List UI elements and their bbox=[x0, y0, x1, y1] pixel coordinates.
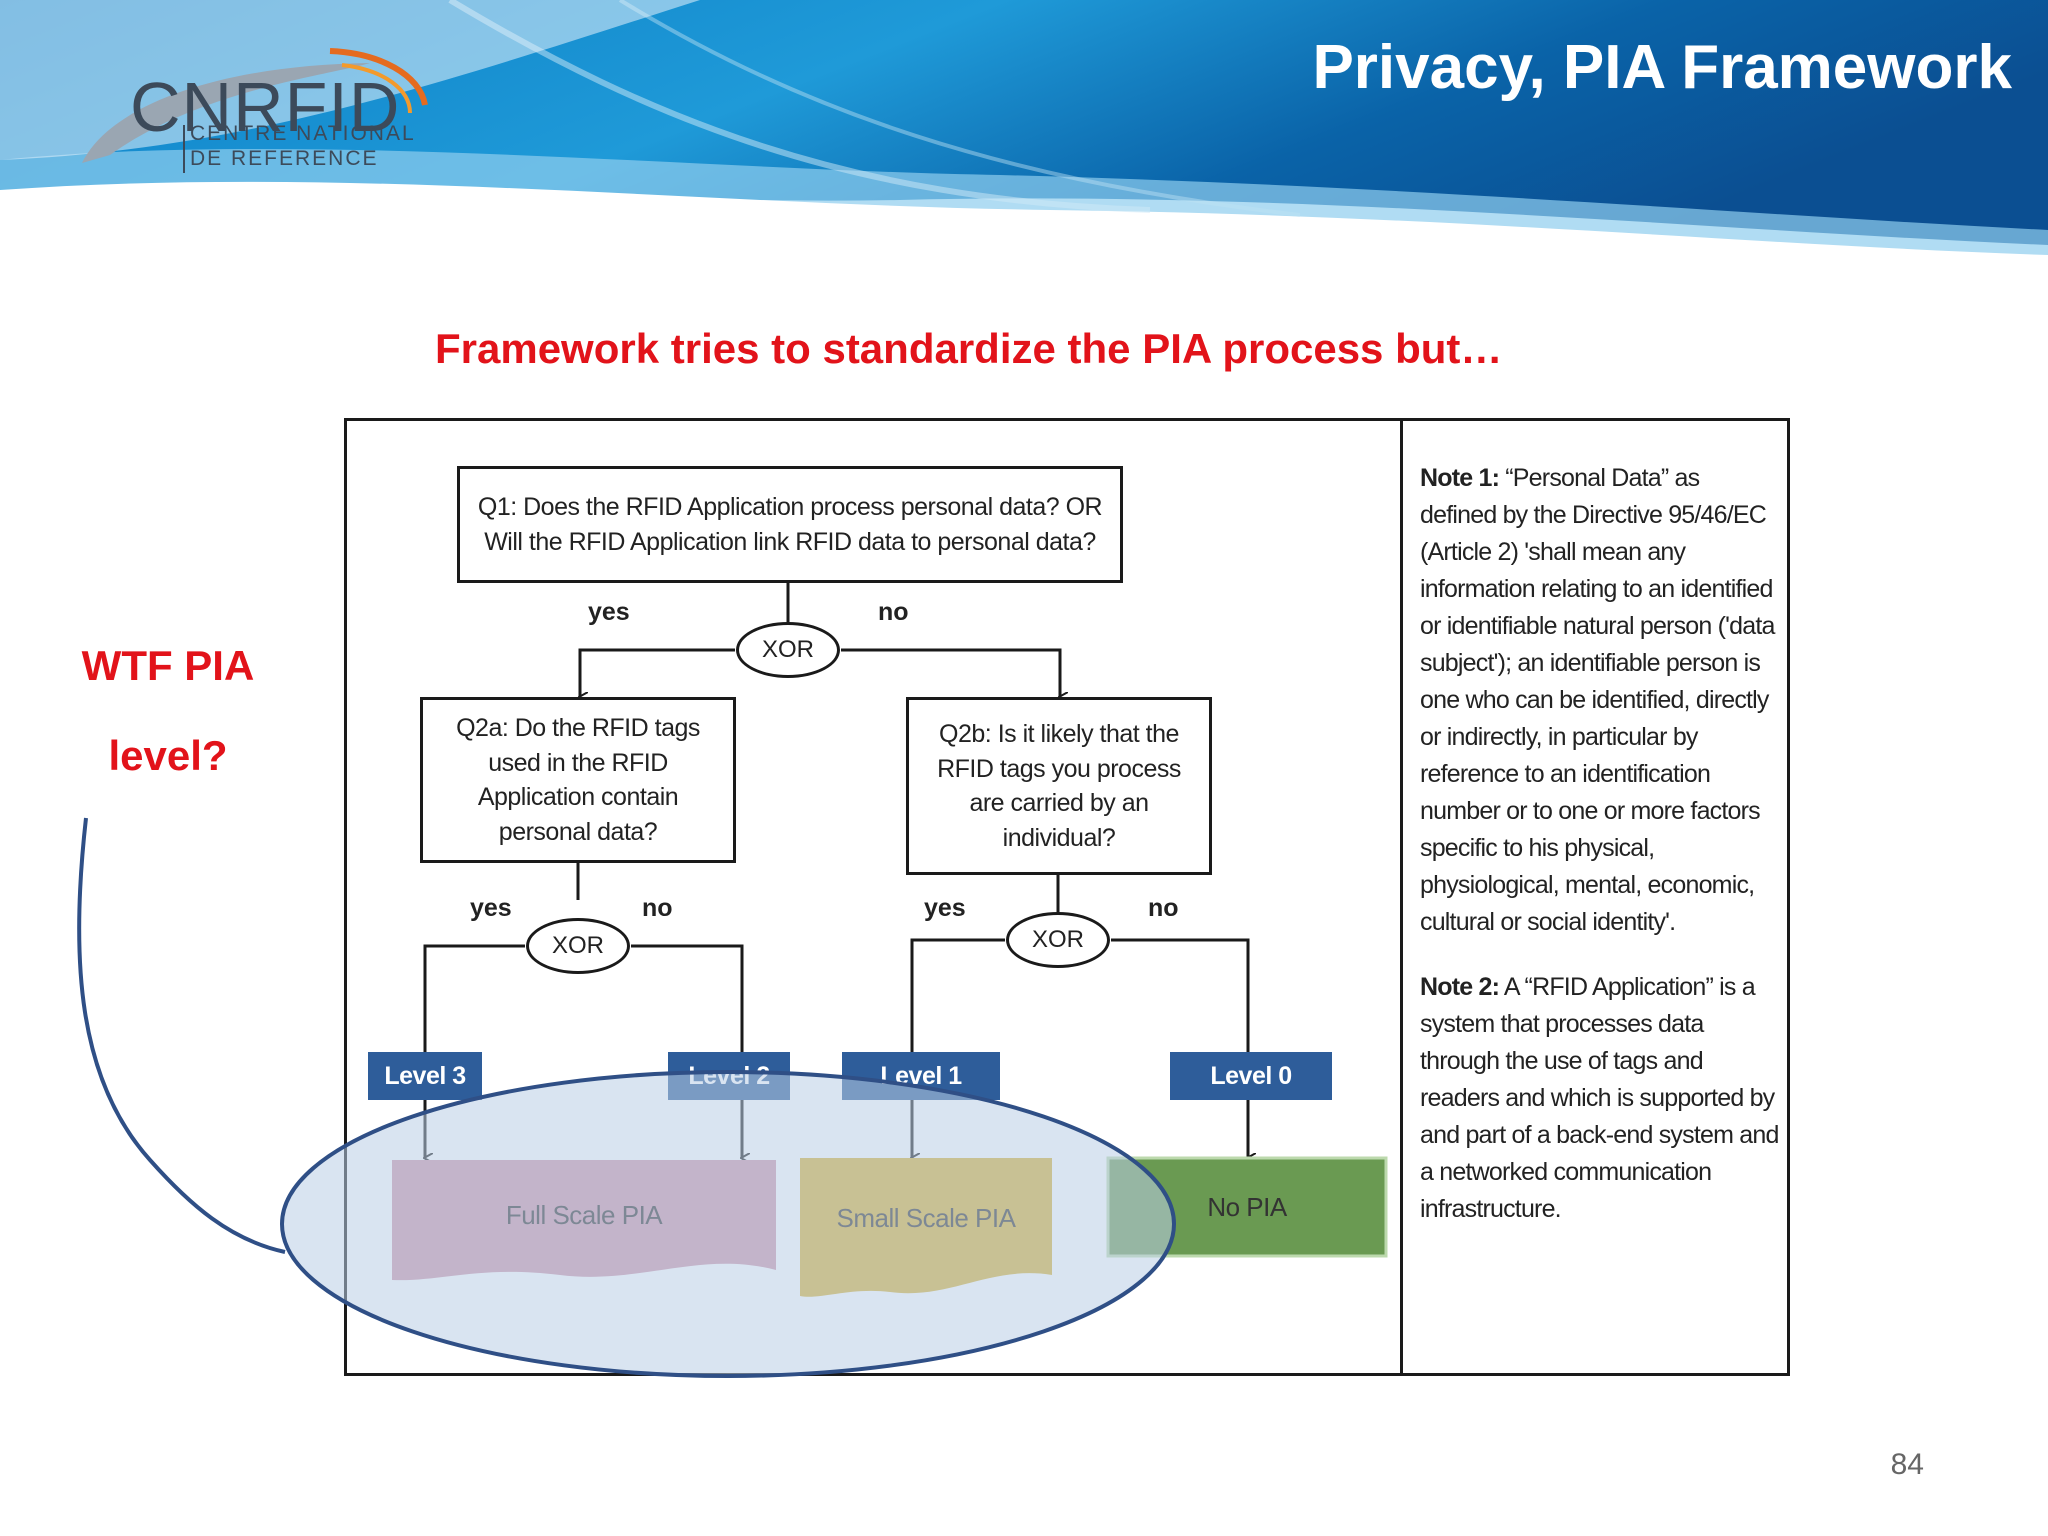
label-yes-2: yes bbox=[470, 894, 512, 922]
question-q2a-box: Q2a: Do the RFID tags used in the RFID A… bbox=[420, 697, 736, 863]
outcome-no-pia: No PIA bbox=[1207, 1191, 1287, 1222]
page-number: 84 bbox=[1890, 1448, 1924, 1481]
annotation-line2: level? bbox=[108, 732, 228, 779]
label-yes-3: yes bbox=[924, 894, 966, 922]
slide-subtitle: Framework tries to standardize the PIA p… bbox=[435, 325, 1503, 372]
logo-subtitle-line1: CENTRE NATIONAL bbox=[190, 122, 416, 145]
question-q2b-box: Q2b: Is it likely that the RFID tags you… bbox=[906, 697, 1212, 875]
note-1-text: “Personal Data” as defined by the Direct… bbox=[1420, 464, 1775, 936]
logo-divider bbox=[183, 125, 185, 173]
logo-swoosh-icon bbox=[82, 48, 428, 163]
xor-node-1: XOR bbox=[736, 622, 840, 678]
note-2: Note 2: A “RFID Application” is a system… bbox=[1420, 969, 1780, 1228]
level-2-badge: Level 2 bbox=[668, 1052, 790, 1100]
header-wave-background bbox=[0, 0, 2048, 290]
header-banner: CNRFID CENTRE NATIONAL DE REFERENCE Priv… bbox=[0, 0, 2048, 290]
cnrfid-logo: CNRFID CENTRE NATIONAL DE REFERENCE bbox=[80, 45, 450, 185]
notes-panel: Note 1: “Personal Data” as defined by th… bbox=[1420, 460, 1780, 1256]
outcome-small-scale-pia: Small Scale PIA bbox=[836, 1202, 1016, 1233]
xor-node-3: XOR bbox=[1006, 912, 1110, 968]
note-2-text: A “RFID Application” is a system that pr… bbox=[1420, 973, 1779, 1223]
outcome-full-scale-pia: Full Scale PIA bbox=[505, 1199, 663, 1230]
note-2-label: Note 2: bbox=[1420, 973, 1500, 1001]
logo-name: CNRFID bbox=[130, 68, 401, 146]
slide-title: Privacy, PIA Framework bbox=[1312, 33, 2012, 102]
level-0-badge: Level 0 bbox=[1170, 1052, 1332, 1100]
label-no-3: no bbox=[1148, 894, 1179, 922]
level-1-badge: Level 1 bbox=[842, 1052, 1000, 1100]
xor-node-2: XOR bbox=[526, 918, 630, 974]
label-yes-1: yes bbox=[588, 598, 630, 626]
note-1-label: Note 1: bbox=[1420, 464, 1500, 492]
level-3-badge: Level 3 bbox=[368, 1052, 482, 1100]
pointer-curve bbox=[77, 817, 286, 1254]
label-no-1: no bbox=[878, 598, 909, 626]
label-no-2: no bbox=[642, 894, 673, 922]
annotation-line1: WTF PIA bbox=[81, 642, 255, 689]
question-q1-box: Q1: Does the RFID Application process pe… bbox=[457, 466, 1123, 583]
notes-divider bbox=[1400, 418, 1403, 1376]
note-1: Note 1: “Personal Data” as defined by th… bbox=[1420, 460, 1780, 941]
logo-subtitle-line2: DE REFERENCE bbox=[190, 147, 379, 170]
